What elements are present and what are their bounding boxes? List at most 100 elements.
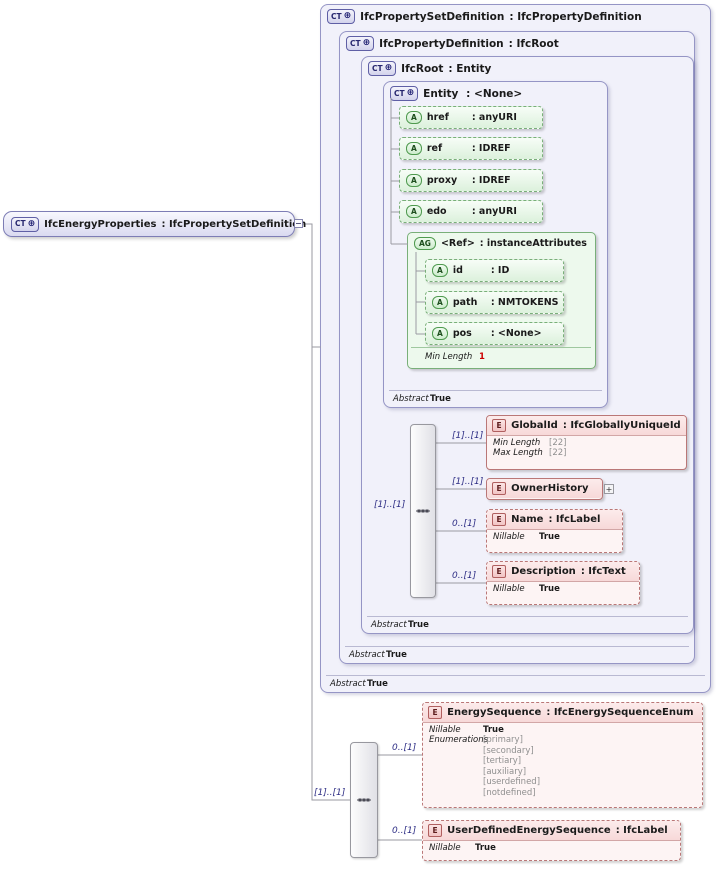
sequence-icon xyxy=(416,509,430,513)
element-type: : IfcEnergySequenceEnum xyxy=(546,706,694,718)
element-name: Name xyxy=(511,513,544,525)
facet-list: Nillable True Enumerations [primary] [se… xyxy=(423,721,702,802)
type-base: : IfcPropertyDefinition xyxy=(509,10,642,23)
divider xyxy=(411,347,591,348)
element-type: : IfcPropertySetDefinition xyxy=(161,218,307,230)
element-type: : IfcGloballyUniqueId xyxy=(562,419,681,431)
attribute-type: : ID xyxy=(490,265,510,276)
collapse-dash-icon xyxy=(296,223,301,224)
facet-nillable: Nillable True xyxy=(429,724,504,735)
attribute-pos[interactable]: A pos : <None> xyxy=(425,322,564,345)
type-base: : Entity xyxy=(448,62,492,75)
element-header: E OwnerHistory xyxy=(487,479,602,498)
facet-list: Nillable True xyxy=(487,580,639,598)
type-header-ifcpropertysetdefinition[interactable]: CT⊕ IfcPropertySetDefinition : IfcProper… xyxy=(321,5,710,28)
attribute-id[interactable]: A id : ID xyxy=(425,259,564,282)
element-userdefinedenergysequence[interactable]: E UserDefinedEnergySequence : IfcLabel N… xyxy=(422,820,681,861)
type-name: Entity xyxy=(423,87,459,100)
element-icon: E xyxy=(492,419,507,432)
complex-type-icon: CT⊕ xyxy=(390,86,419,101)
element-description[interactable]: E Description : IfcText Nillable True xyxy=(486,561,640,605)
element-name: GlobalId xyxy=(511,419,558,431)
cardinality-label: 0..[1] xyxy=(452,519,477,529)
enumeration-value: [tertiary] xyxy=(483,756,522,766)
element-header: E EnergySequence : IfcEnergySequenceEnum xyxy=(423,703,702,722)
attribute-path[interactable]: A path : NMTOKENS xyxy=(425,291,564,314)
cardinality-label: [1]..[1] xyxy=(314,788,346,798)
complex-type-icon: CT⊕ xyxy=(368,61,397,76)
attribute-type: : anyURI xyxy=(471,112,517,123)
element-name: Description xyxy=(511,565,576,577)
abstract-facet: Abstract True xyxy=(371,620,429,630)
cardinality-label: [1]..[1] xyxy=(452,431,484,441)
sequence-icon xyxy=(357,798,371,802)
attribute-type: : IDREF xyxy=(471,143,511,154)
attribute-ref[interactable]: A ref : IDREF xyxy=(399,137,543,160)
element-type: : IfcLabel xyxy=(615,824,668,836)
facet-list: Min Length [22] Max Length [22] xyxy=(487,434,686,462)
sequence-compositor xyxy=(410,424,436,598)
element-ifcenergyproperties[interactable]: CT⊕ IfcEnergyProperties : IfcPropertySet… xyxy=(3,211,306,237)
element-header: E GlobalId : IfcGloballyUniqueId xyxy=(487,416,686,435)
complex-type-icon: CT⊕ xyxy=(346,36,375,51)
element-globalid[interactable]: E GlobalId : IfcGloballyUniqueId Min Len… xyxy=(486,415,687,470)
element-name: EnergySequence xyxy=(447,706,542,718)
attribute-icon: A xyxy=(406,111,422,124)
attribute-icon: A xyxy=(406,142,422,155)
attribute-type: : <None> xyxy=(490,328,542,339)
cardinality-label: 0..[1] xyxy=(392,743,417,753)
type-base: : <None> xyxy=(466,87,523,100)
element-type: : IfcLabel xyxy=(548,513,601,525)
sequence-compositor xyxy=(350,742,378,858)
element-icon: E xyxy=(428,706,443,719)
element-name: OwnerHistory xyxy=(511,482,589,494)
collapse-toggle[interactable] xyxy=(294,219,303,228)
attribute-edo[interactable]: A edo : anyURI xyxy=(399,200,543,223)
type-base: : IfcRoot xyxy=(508,37,559,50)
attribute-href[interactable]: A href : anyURI xyxy=(399,106,543,129)
type-name: IfcRoot xyxy=(401,62,444,75)
attribute-icon: A xyxy=(406,174,422,187)
divider xyxy=(345,646,689,647)
attribute-icon: A xyxy=(432,296,448,309)
facet-nillable: Nillable True xyxy=(493,531,560,542)
type-name: IfcPropertyDefinition xyxy=(379,37,504,50)
divider xyxy=(389,390,602,391)
element-header: E UserDefinedEnergySequence : IfcLabel xyxy=(423,821,680,840)
attribute-name: href xyxy=(426,112,449,123)
attribute-type: : NMTOKENS xyxy=(490,297,559,308)
type-header-ifcpropertydefinition[interactable]: CT⊕ IfcPropertyDefinition : IfcRoot xyxy=(340,32,694,55)
element-type: : IfcText xyxy=(580,565,626,577)
cardinality-label: 0..[1] xyxy=(392,826,417,836)
attribute-name: path xyxy=(452,297,478,308)
attribute-proxy[interactable]: A proxy : IDREF xyxy=(399,169,543,192)
attribute-group-name: <Ref> xyxy=(440,237,475,249)
expand-button[interactable]: + xyxy=(604,484,614,494)
element-energysequence[interactable]: E EnergySequence : IfcEnergySequenceEnum… xyxy=(422,702,703,808)
attribute-name: proxy xyxy=(426,175,458,186)
type-header-entity[interactable]: CT⊕ Entity : <None> xyxy=(384,82,607,105)
abstract-facet: Abstract True xyxy=(330,679,388,689)
element-header: E Description : IfcText xyxy=(487,562,639,581)
type-header-ifcroot[interactable]: CT⊕ IfcRoot : Entity xyxy=(362,57,693,80)
element-icon: E xyxy=(428,824,443,837)
facet-nillable: Nillable True xyxy=(493,583,560,594)
enumeration-value: [auxiliary] xyxy=(483,766,527,777)
facet-nillable: Nillable True xyxy=(429,842,496,853)
enumeration-value: [secondary] xyxy=(483,745,534,756)
attribute-icon: A xyxy=(406,205,422,218)
element-icon: E xyxy=(492,482,507,495)
element-name: UserDefinedEnergySequence xyxy=(447,824,611,836)
element-ownerhistory[interactable]: E OwnerHistory xyxy=(486,478,603,500)
complex-type-icon: CT⊕ xyxy=(11,216,40,232)
element-name-ifclabel[interactable]: E Name : IfcLabel Nillable True xyxy=(486,509,623,553)
attribute-group-icon: AG xyxy=(414,237,436,250)
abstract-facet: Abstract True xyxy=(393,394,451,404)
complex-type-icon: CT⊕ xyxy=(327,9,356,24)
cardinality-label: [1]..[1] xyxy=(374,500,406,510)
facet-enumerations: Enumerations [primary] xyxy=(429,735,523,745)
enumeration-value: [userdefined] xyxy=(483,777,541,787)
divider xyxy=(367,616,688,617)
attribute-icon: A xyxy=(432,264,448,277)
